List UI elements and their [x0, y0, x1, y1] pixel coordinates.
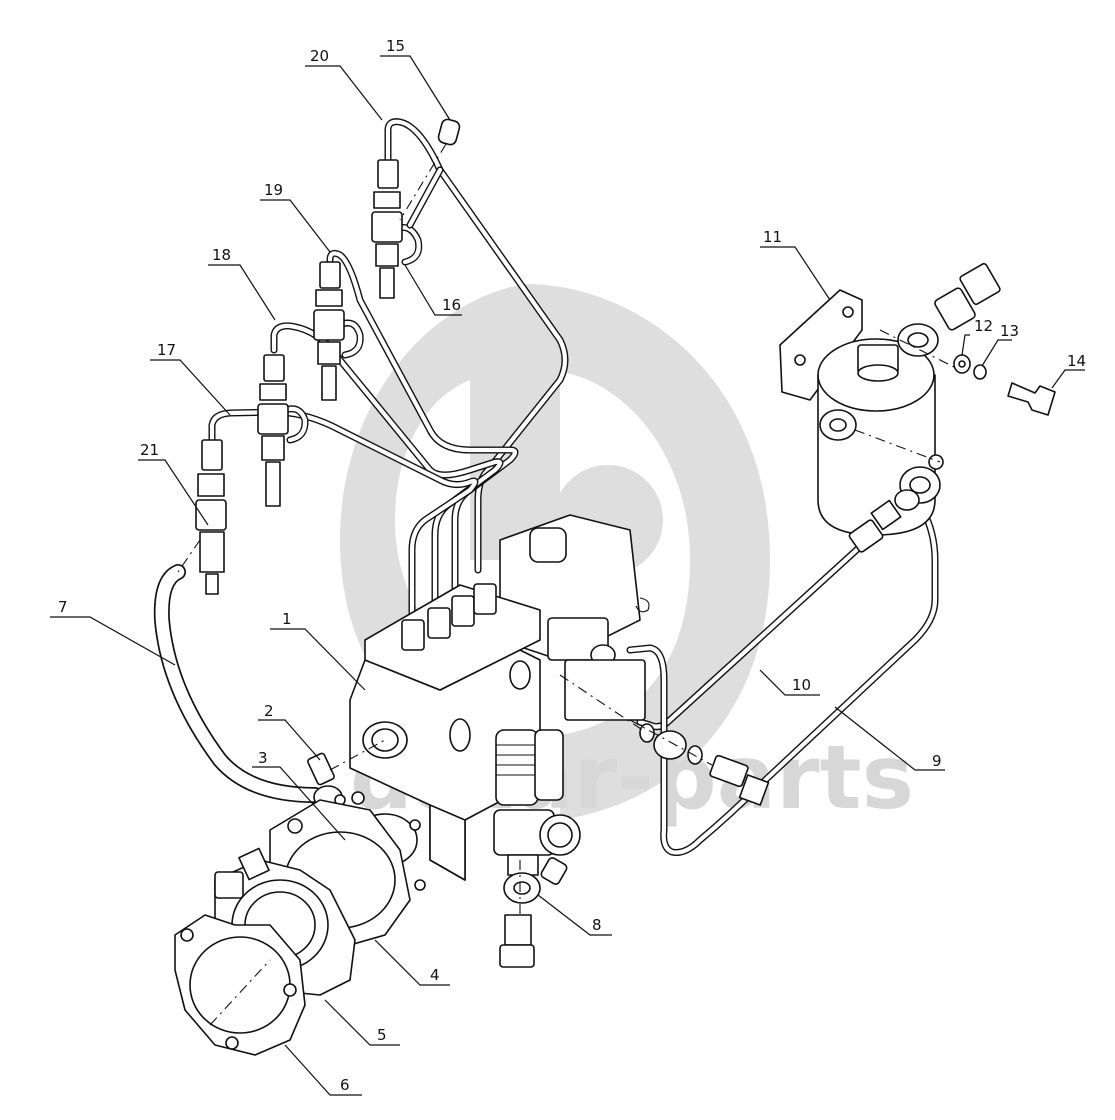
- callout-4: 4: [430, 966, 440, 984]
- injector-2: [313, 261, 345, 401]
- leak-off-caps: [177, 118, 461, 573]
- pipe-fittings: [629, 489, 920, 806]
- callout-11: 11: [763, 228, 782, 246]
- callout-7: 7: [58, 598, 68, 616]
- callout-3: 3: [258, 749, 268, 767]
- callout-15: 15: [386, 37, 405, 55]
- callout-1: 1: [282, 610, 292, 628]
- injector-4: [195, 439, 227, 595]
- injectors: [195, 159, 403, 595]
- callout-16: 16: [442, 296, 461, 314]
- injector-3: [257, 354, 289, 507]
- callout-18: 18: [212, 246, 231, 264]
- callout-labels: 1 2 3 4 5 6 7 8 9 10 11 12 13 14 15 16 1…: [58, 37, 1086, 1094]
- feed-pump: [493, 729, 581, 968]
- fuel-hose: [153, 564, 323, 803]
- callout-2: 2: [264, 702, 274, 720]
- injector-1: [371, 159, 403, 299]
- callout-13: 13: [1000, 322, 1019, 340]
- callout-10: 10: [792, 676, 811, 694]
- callout-21: 21: [140, 441, 159, 459]
- callout-12: 12: [974, 317, 993, 335]
- callout-14: 14: [1067, 352, 1086, 370]
- callout-8: 8: [592, 916, 602, 934]
- fuel-filter: [779, 262, 1001, 536]
- mounting-flanges: [174, 799, 411, 1056]
- callout-9: 9: [932, 752, 942, 770]
- injector-pipes: [208, 118, 939, 856]
- callout-20: 20: [310, 47, 329, 65]
- leader-lines: [50, 55, 1085, 1096]
- injection-pump: [349, 514, 651, 891]
- filter-fasteners: [953, 354, 1056, 416]
- callout-6: 6: [340, 1076, 350, 1094]
- callout-17: 17: [157, 341, 176, 359]
- callout-5: 5: [377, 1026, 387, 1044]
- callout-19: 19: [264, 181, 283, 199]
